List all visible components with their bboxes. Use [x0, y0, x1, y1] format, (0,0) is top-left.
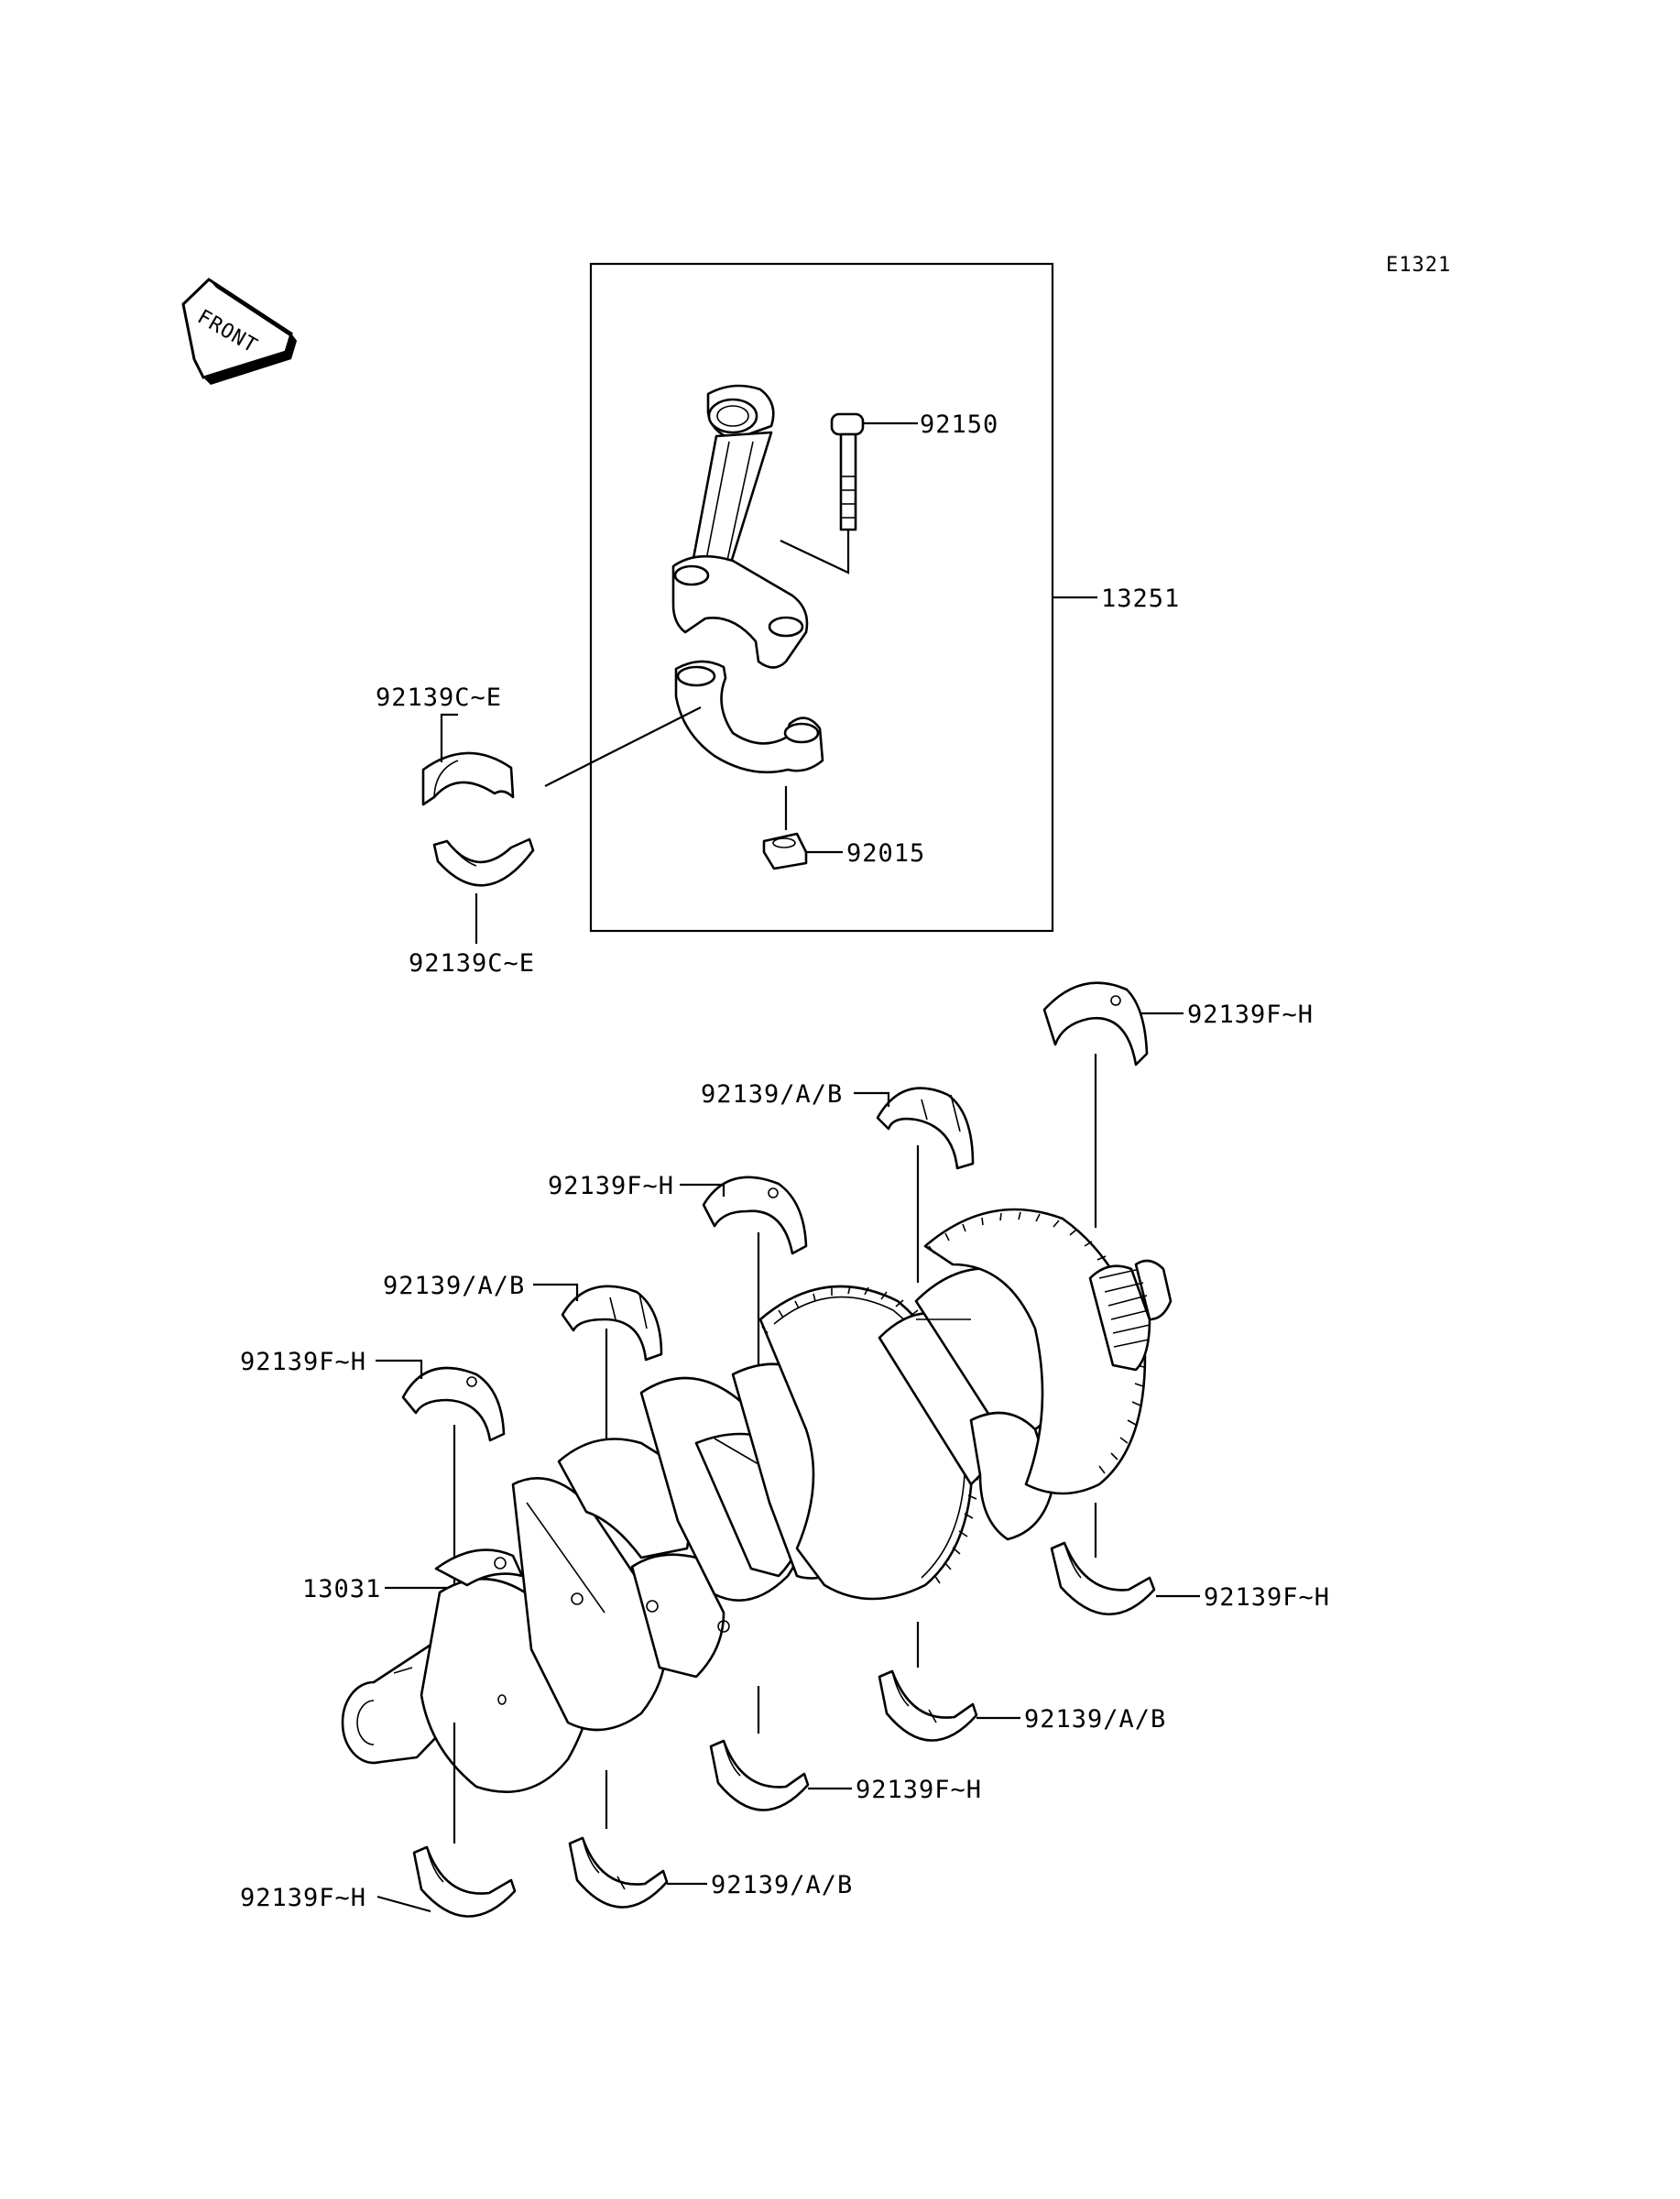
main-bearing-bottom-4 [568, 1836, 669, 1909]
crankshaft [341, 1208, 1173, 1794]
conrod-nut [762, 832, 808, 870]
label-13031: 13031 [302, 1575, 381, 1603]
main-bearing-top-4 [561, 1285, 663, 1362]
conrod-bearing-upper [421, 751, 515, 806]
main-bearing-top-5 [401, 1366, 506, 1442]
connecting-rod [671, 384, 809, 669]
label-92139C-E-lower: 92139C~E [409, 949, 535, 978]
label-main-bottom-4: 92139/A/B [711, 1871, 853, 1899]
main-bearing-top-2 [876, 1087, 975, 1170]
label-13251: 13251 [1101, 585, 1180, 613]
main-bearing-bottom-3 [709, 1739, 810, 1811]
label-main-bottom-3: 92139F~H [856, 1776, 982, 1804]
label-main-top-2: 92139/A/B [701, 1080, 843, 1109]
label-main-top-4: 92139/A/B [383, 1272, 525, 1300]
label-92015: 92015 [846, 839, 925, 868]
main-bearing-bottom-2 [878, 1669, 978, 1742]
front-arrow-icon: FRONT [181, 278, 297, 385]
conrod-bearing-lower [432, 837, 535, 887]
main-bearing-top-3 [702, 1176, 808, 1255]
diagram-code: E1321 [1386, 254, 1451, 277]
label-main-top-5: 92139F~H [240, 1348, 366, 1376]
connecting-rod-cap [674, 660, 824, 774]
label-main-bottom-2: 92139/A/B [1024, 1705, 1166, 1734]
label-main-bottom-right: 92139F~H [1204, 1583, 1330, 1612]
main-bearing-bottom-5 [412, 1845, 517, 1918]
conrod-bolt [830, 412, 865, 531]
label-main-top-3: 92139F~H [548, 1172, 674, 1200]
main-bearing-top-right [1042, 981, 1149, 1067]
label-92150: 92150 [920, 410, 998, 439]
main-bearing-bottom-right [1050, 1541, 1156, 1616]
label-main-top-right: 92139F~H [1187, 1001, 1314, 1029]
conrod-assembly-box [589, 262, 1054, 933]
label-main-bottom-5: 92139F~H [240, 1884, 366, 1912]
label-92139C-E-upper: 92139C~E [376, 684, 502, 712]
